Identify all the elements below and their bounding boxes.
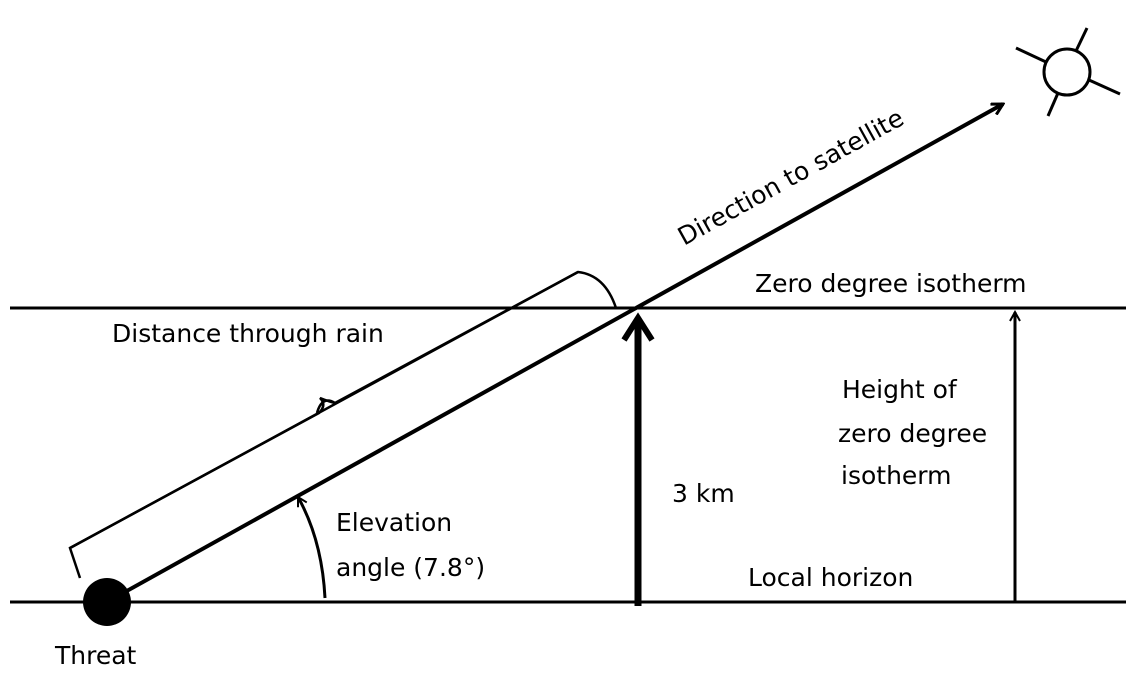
threat-marker — [83, 578, 131, 626]
satellite-icon — [1015, 27, 1121, 117]
3km-label: 3 km — [672, 479, 735, 508]
height-label-line1: Height of — [842, 375, 958, 404]
height-label-line2: zero degree — [838, 419, 987, 448]
elevation-label-line2: angle (7.8°) — [336, 553, 485, 582]
elevation-label-line1: Elevation — [336, 508, 452, 537]
height-label-line3: isotherm — [841, 461, 952, 490]
satellite-direction-arrow — [106, 102, 1003, 604]
horizon-label: Local horizon — [748, 563, 913, 592]
elevation-angle-arc — [296, 497, 327, 599]
distance-label: Distance through rain — [112, 319, 384, 348]
isotherm-label: Zero degree isotherm — [755, 269, 1027, 298]
distance-bracket-body — [69, 270, 579, 550]
3km-arrowhead — [621, 312, 655, 342]
threat-label: Threat — [54, 641, 137, 670]
